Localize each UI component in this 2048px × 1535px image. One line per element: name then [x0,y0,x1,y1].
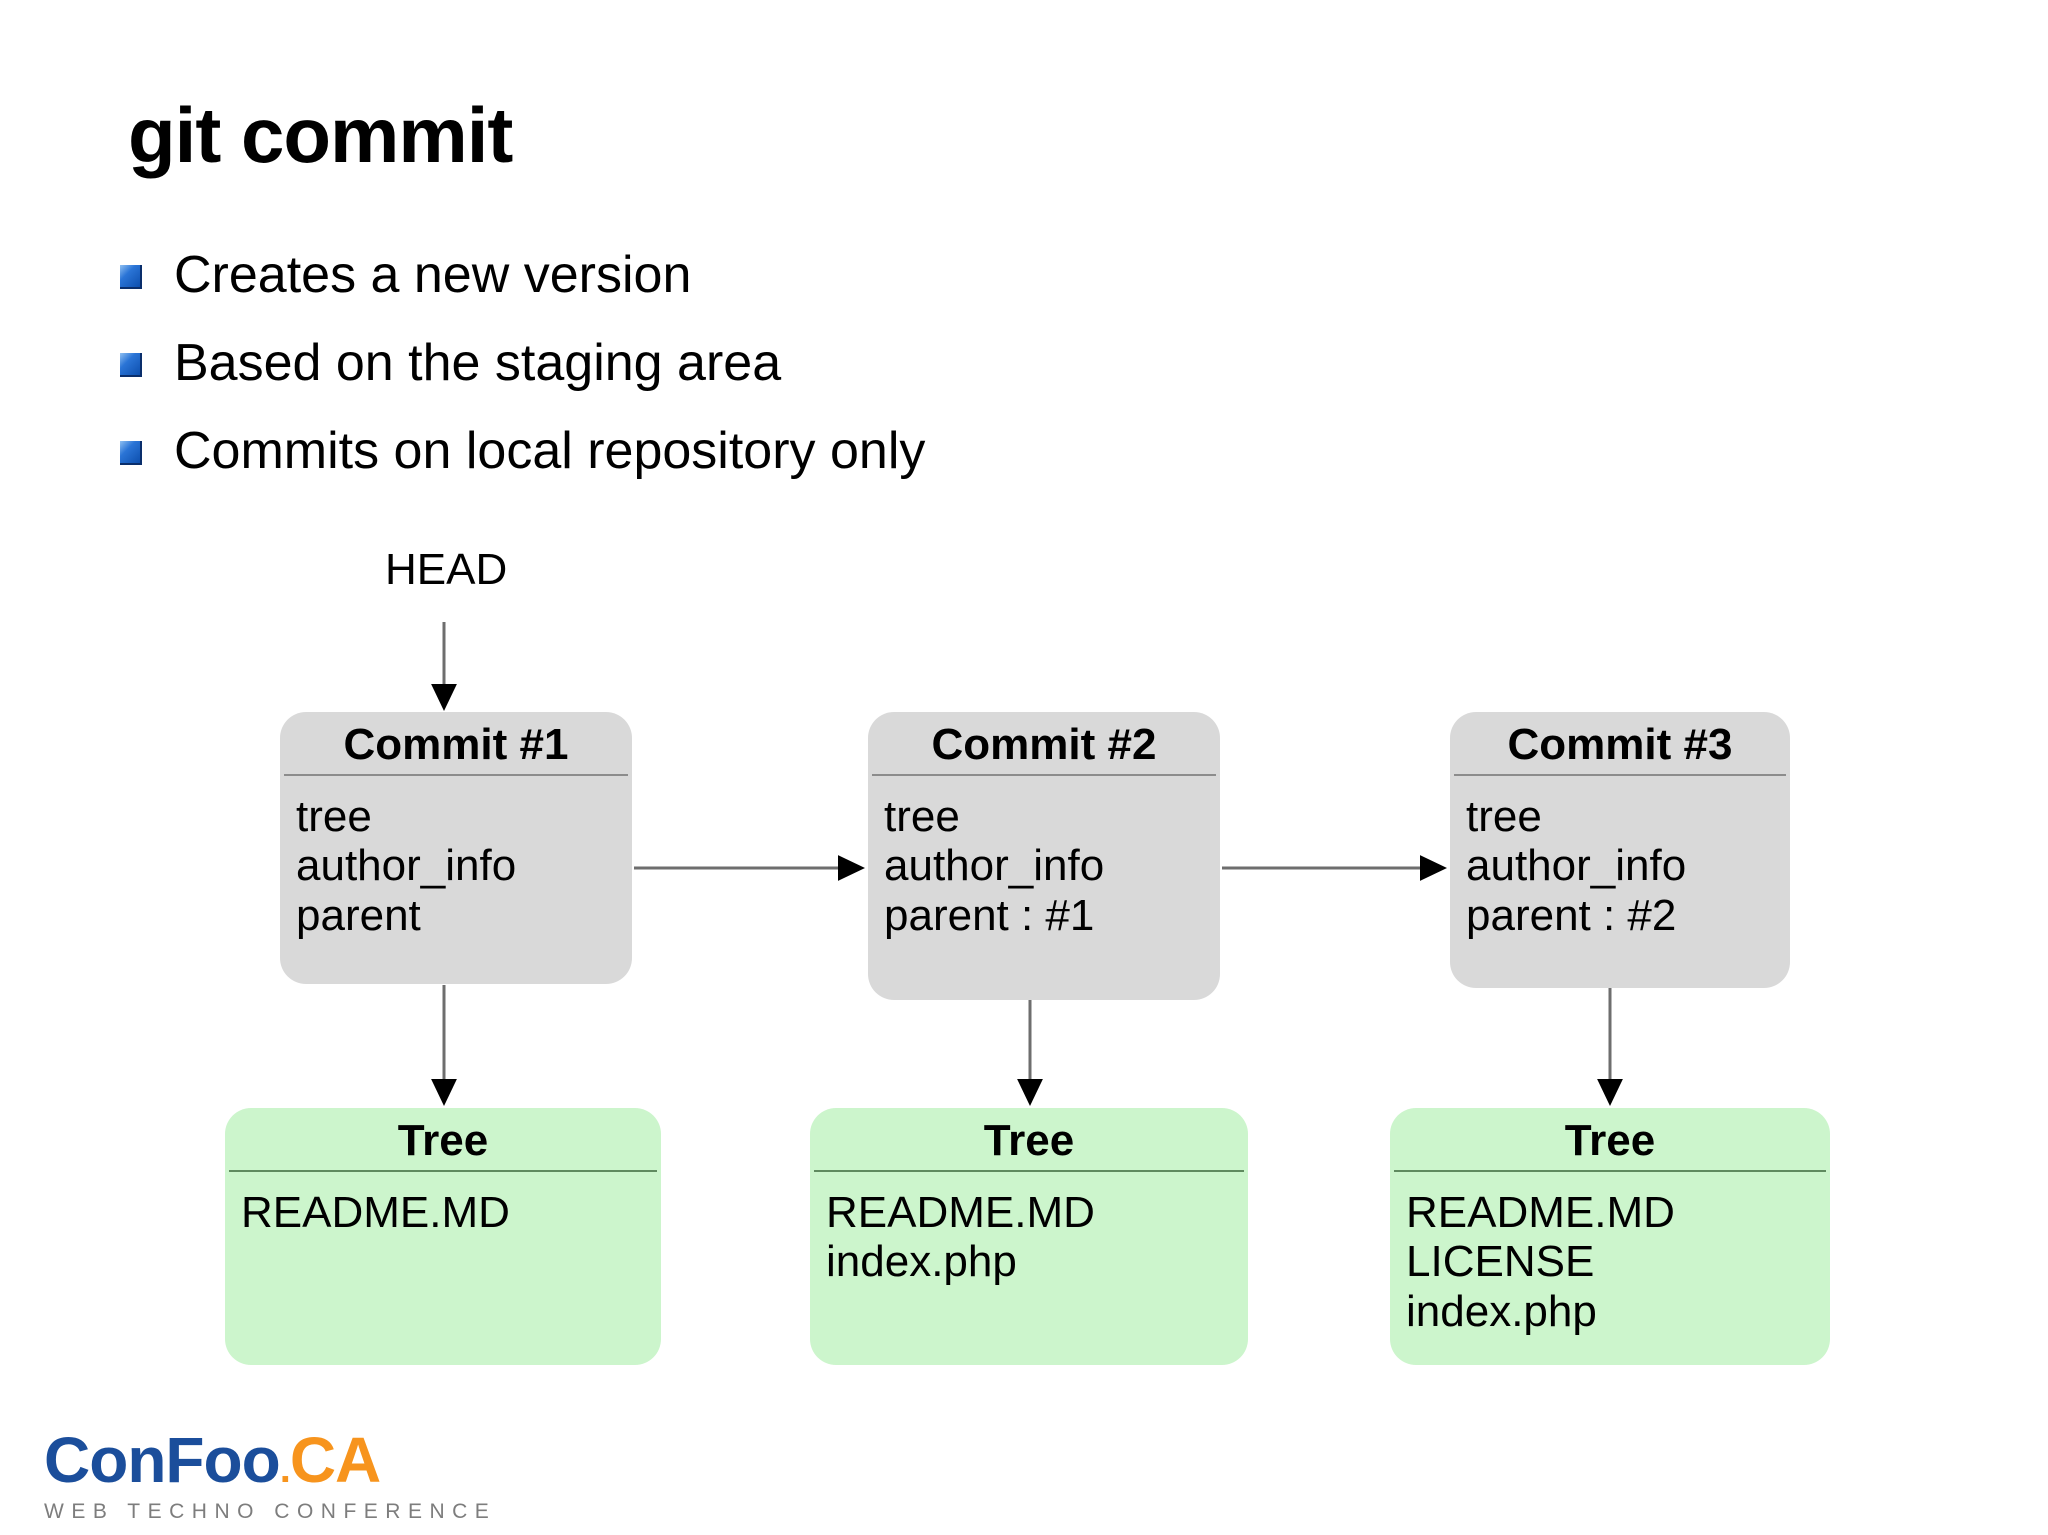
commit-field-tree: tree [884,792,960,842]
tree-node-2[interactable]: Tree README.MD index.php [810,1108,1248,1365]
commit-field-parent: parent : #2 [1466,890,1677,940]
confoo-logo: ConFoo.CA WEB TECHNO CONFERENCE [44,1428,496,1524]
tree-file: README.MD [1406,1188,1675,1238]
node-divider [1454,774,1786,777]
commit-node-title: Commit #3 [1507,720,1733,769]
commit-field-tree: tree [296,792,372,842]
bullet-label: Based on the staging area [174,334,782,392]
commit-node-fields: tree author_info parent : #1 [868,776,1220,940]
tree-node-files: README.MD [225,1172,661,1237]
commit-field-author: author_info [296,841,517,891]
commit-node-title: Commit #1 [343,720,569,769]
commit-field-parent: parent : #1 [884,890,1095,940]
logo-dot: . [279,1447,291,1491]
bullet-item-2: Commits on local repository only [120,421,925,481]
logo-tagline: WEB TECHNO CONFERENCE [44,1500,497,1523]
bullet-item-0: Creates a new version [120,245,691,305]
node-divider [872,774,1216,777]
commit-node-2[interactable]: Commit #2 tree author_info parent : #1 [868,712,1220,1000]
node-divider [1394,1170,1826,1173]
bullet-square-icon [120,441,142,465]
tree-node-title: Tree [1564,1116,1656,1165]
tree-file: README.MD [826,1188,1095,1238]
page-title: git commit [128,91,513,179]
head-label: HEAD [385,545,508,594]
commit-node-fields: tree author_info parent : #2 [1450,776,1790,940]
node-divider [284,774,628,777]
commit-node-title: Commit #2 [931,720,1157,769]
tree-file: index.php [1406,1286,1597,1336]
commit-field-author: author_info [884,841,1105,891]
tree-node-3[interactable]: Tree README.MD LICENSE index.php [1390,1108,1830,1365]
commit-field-parent: parent [296,890,421,940]
tree-node-files: README.MD index.php [810,1172,1248,1287]
tree-node-files: README.MD LICENSE index.php [1390,1172,1830,1336]
commit-node-3[interactable]: Commit #3 tree author_info parent : #2 [1450,712,1790,988]
bullet-label: Creates a new version [174,246,692,304]
tree-file: README.MD [241,1188,510,1238]
bullet-label: Commits on local repository only [174,422,926,480]
bullet-item-1: Based on the staging area [120,333,781,393]
tree-node-title: Tree [983,1116,1075,1165]
node-divider [814,1170,1244,1173]
tree-node-title: Tree [397,1116,489,1165]
commit-node-fields: tree author_info parent [280,776,632,940]
bullet-square-icon [120,265,142,289]
commit-field-author: author_info [1466,841,1687,891]
bullet-square-icon [120,353,142,377]
tree-node-1[interactable]: Tree README.MD [225,1108,661,1365]
node-divider [229,1170,657,1173]
tree-file: LICENSE [1406,1237,1595,1287]
logo-confoo-text: ConFoo [44,1424,281,1496]
tree-file: index.php [826,1237,1017,1287]
logo-ca-text: CA [289,1424,381,1496]
commit-field-tree: tree [1466,792,1542,842]
logo-wordmark: ConFoo.CA [44,1428,496,1492]
commit-node-1[interactable]: Commit #1 tree author_info parent [280,712,632,984]
